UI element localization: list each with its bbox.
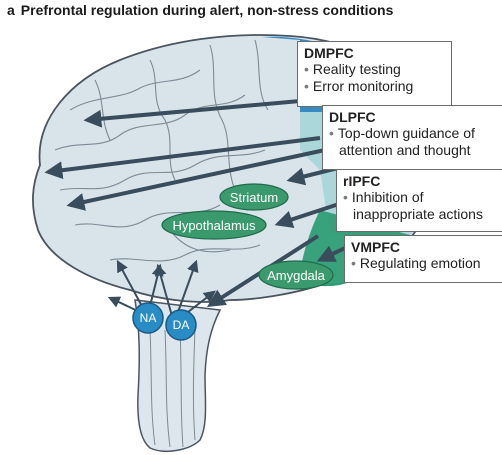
arrow-ripfc-hypothalamus (274, 200, 346, 229)
hypothalamus-label: Hypothalamus (172, 218, 256, 233)
dlpfc-box: DLPFC •Top-down guidance of attention an… (322, 105, 502, 170)
arrow-dlpfc-cortex-1 (44, 136, 321, 180)
ripfc-item-1: •Inhibition of (343, 189, 424, 205)
na-label: NA (140, 311, 157, 325)
dmpfc-item-1: •Reality testing (304, 61, 401, 77)
panel-letter: a (7, 2, 15, 18)
arrow-dmpfc-cortex (83, 99, 301, 128)
vmpfc-title: VMPFC (351, 239, 400, 255)
vmpfc-item-1: •Regulating emotion (351, 255, 481, 271)
dmpfc-title: DMPFC (304, 45, 354, 61)
striatum-label: Striatum (230, 190, 278, 205)
vmpfc-box: VMPFC •Regulating emotion (344, 235, 502, 283)
dmpfc-item-2: •Error monitoring (304, 78, 414, 94)
figure-title: a Prefrontal regulation during alert, non… (7, 2, 393, 18)
ripfc-item-2: inappropriate actions (353, 206, 483, 222)
amygdala-ellipse (258, 260, 334, 290)
da-label: DA (173, 318, 190, 332)
arrow-vmpfc-amygdala (316, 245, 346, 262)
amygdala-label: Amygdala (267, 268, 326, 283)
dlpfc-item-1: •Top-down guidance of (329, 125, 475, 141)
na-nucleus (132, 302, 164, 334)
brainstem (134, 299, 222, 452)
dmpfc-box: DMPFC •Reality testing •Error monitoring (297, 41, 452, 107)
arrow-dlpfc-cortex-2 (66, 148, 326, 211)
striatum-ellipse (219, 183, 289, 211)
dlpfc-title: DLPFC (329, 109, 376, 125)
dlpfc-item-2: attention and thought (339, 142, 471, 158)
arrow-ripfc-striatum (286, 166, 339, 186)
da-nucleus (165, 309, 197, 341)
hypothalamus-ellipse (161, 210, 267, 240)
ripfc-box: rIPFC •Inhibition of inappropriate actio… (336, 169, 502, 232)
ripfc-title: rIPFC (343, 173, 381, 189)
title-text: Prefrontal regulation during alert, non-… (20, 2, 394, 18)
